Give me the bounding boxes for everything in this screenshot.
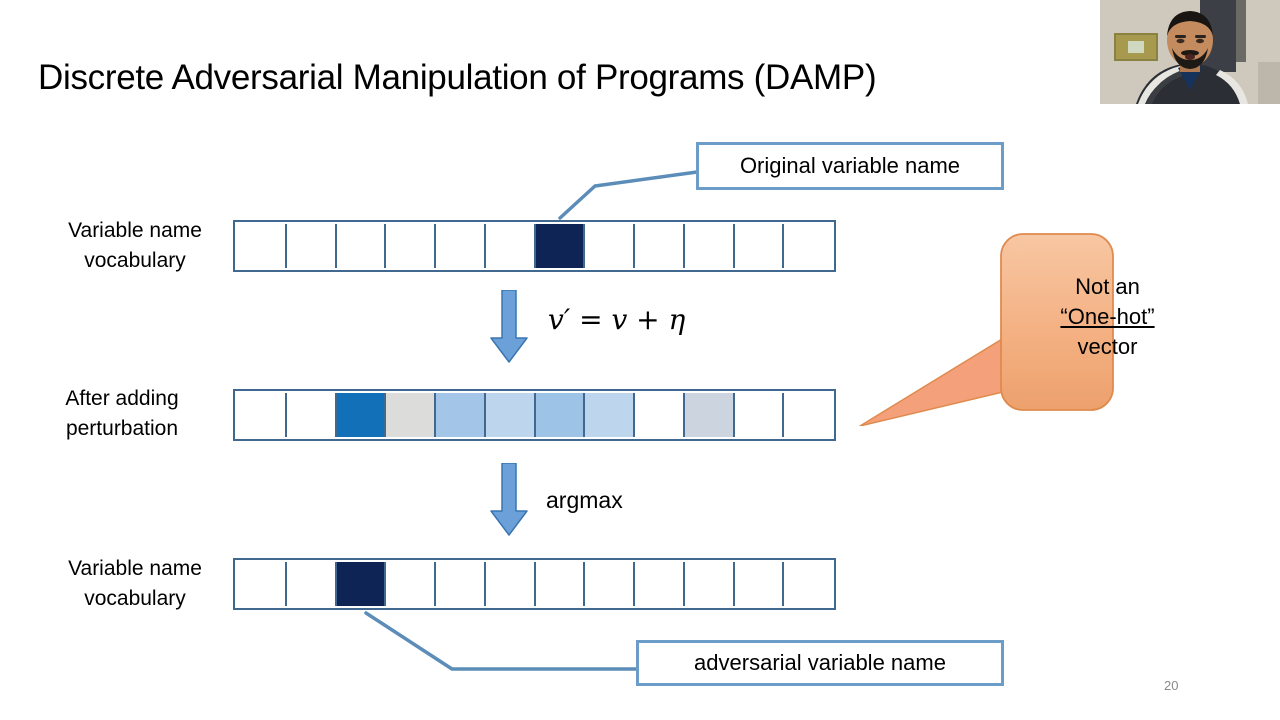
vector-cell	[684, 393, 735, 437]
vector-strip-original-vocabulary	[233, 220, 836, 272]
callout-adversarial-variable-name-label: adversarial variable name	[694, 650, 946, 675]
vector-cell	[386, 224, 436, 268]
vector-cell	[286, 393, 337, 437]
down-arrow-icon-argmax	[489, 462, 529, 537]
vector-cell	[436, 562, 486, 606]
callout-onehot-line-3: vector	[1077, 334, 1138, 359]
vector-cell	[734, 224, 785, 268]
vector-cell	[684, 224, 735, 268]
vector-cell	[485, 224, 536, 268]
vector-strip-perturbed	[233, 389, 836, 441]
perturbation-formula: 𝑣′ = 𝑣 + 𝜂	[548, 303, 686, 336]
vector-cell	[635, 393, 685, 437]
callout-original-variable-name-label: Original variable name	[739, 153, 961, 178]
argmax-label: argmax	[546, 487, 623, 513]
vector-cell-highlighted	[336, 562, 387, 606]
vector-strip-adversarial-vocabulary	[233, 558, 836, 610]
vector-cell-highlighted	[535, 224, 586, 268]
vector-cell	[485, 562, 536, 606]
vector-cell	[237, 393, 287, 437]
connector-original-callout	[558, 170, 699, 220]
callout-original-variable-name: Original variable name	[696, 142, 1004, 190]
row-label-after-adding-perturbation: After adding perturbation	[65, 387, 179, 440]
vector-cell	[684, 562, 735, 606]
vector-cell	[237, 224, 287, 268]
vector-cell	[386, 393, 436, 437]
vector-cell	[535, 393, 586, 437]
row-label-variable-name-vocabulary-original: Variable name vocabulary	[68, 219, 202, 272]
slide-number: 20	[1164, 678, 1179, 693]
vector-cell	[535, 562, 586, 606]
callout-onehot-line-2: “One-hot”	[1060, 304, 1155, 329]
vector-cell	[734, 393, 785, 437]
connector-adversarial-callout	[364, 611, 639, 671]
vector-cell	[436, 224, 486, 268]
vector-cell	[237, 562, 287, 606]
vector-cell	[585, 224, 635, 268]
callout-adversarial-variable-name: adversarial variable name	[636, 640, 1004, 686]
vector-cell	[286, 562, 337, 606]
vector-cell	[286, 224, 337, 268]
vector-cell	[436, 393, 486, 437]
callout-not-one-hot-vector	[859, 233, 1215, 426]
vector-cell	[784, 562, 832, 606]
vector-cell	[784, 393, 832, 437]
vector-cell	[734, 562, 785, 606]
row-label-variable-name-vocabulary-adversarial: Variable name vocabulary	[68, 557, 202, 610]
callout-not-one-hot-vector-text: Not an “One-hot” vector	[1000, 272, 1215, 362]
page-title: Discrete Adversarial Manipulation of Pro…	[38, 58, 877, 97]
vector-cell-highlighted	[336, 393, 387, 437]
vector-cell	[386, 562, 436, 606]
presenter-webcam-video[interactable]	[1100, 0, 1280, 104]
down-arrow-icon-perturbation	[489, 289, 529, 364]
vector-cell	[336, 224, 387, 268]
vector-cell	[585, 562, 635, 606]
vector-cell	[635, 562, 685, 606]
vector-cell	[485, 393, 536, 437]
vector-cell	[784, 224, 832, 268]
vector-cell	[635, 224, 685, 268]
vector-cell	[585, 393, 635, 437]
callout-onehot-line-1: Not an	[1075, 274, 1140, 299]
